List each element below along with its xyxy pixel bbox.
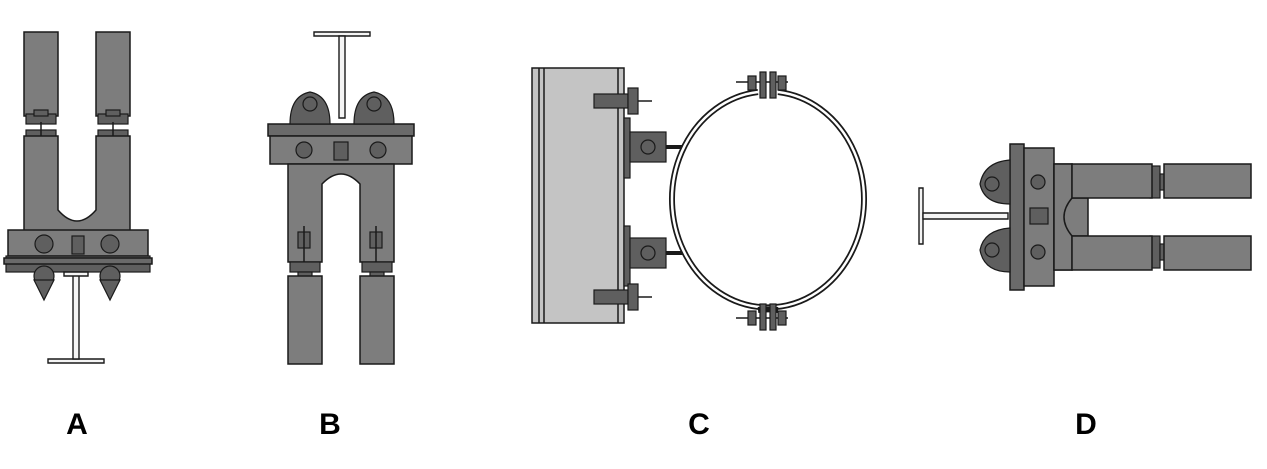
panel-label-c: C [688,408,710,441]
swivel-d-lower [979,227,1011,273]
ring-bolt-c-top [736,71,788,99]
arm-a-u-body [23,135,131,233]
arm-b-left-lower [287,275,323,365]
swivel-a-left [33,234,55,302]
arm-a-left-upper [23,31,59,117]
arm-a-right-upper [95,31,131,117]
panel-label-b: B [319,408,341,441]
coupler-b-right [361,226,393,279]
plate-d [1009,143,1025,291]
arm-d-lower-outer [1163,235,1252,271]
arm-d-lower-inner [1071,235,1153,271]
i-beam-d [918,187,1009,245]
panel-label-a: A [66,408,88,441]
bolt-c-top [593,87,652,115]
swivel-b-right [353,91,395,125]
arm-d-upper-outer [1163,163,1252,199]
coupler-b-left [289,226,321,279]
bolt-c-bottom [593,283,652,311]
panel-label-d: D [1075,408,1097,441]
plate-b [267,123,415,137]
arm-d-upper-inner [1071,163,1153,199]
wall-plate-c [531,67,625,324]
assembly-d [918,143,1252,291]
swivel-a-right [99,234,121,302]
i-beam-b [313,31,371,119]
swivel-d-upper [979,159,1011,205]
arm-b-right-lower [359,275,395,365]
ring-bolt-c-bottom [736,303,788,331]
swivel-b-left [289,91,331,125]
assembly-c [531,67,867,331]
i-beam-a [47,271,105,364]
assembly-a [3,31,153,364]
assembly-b [267,31,415,365]
